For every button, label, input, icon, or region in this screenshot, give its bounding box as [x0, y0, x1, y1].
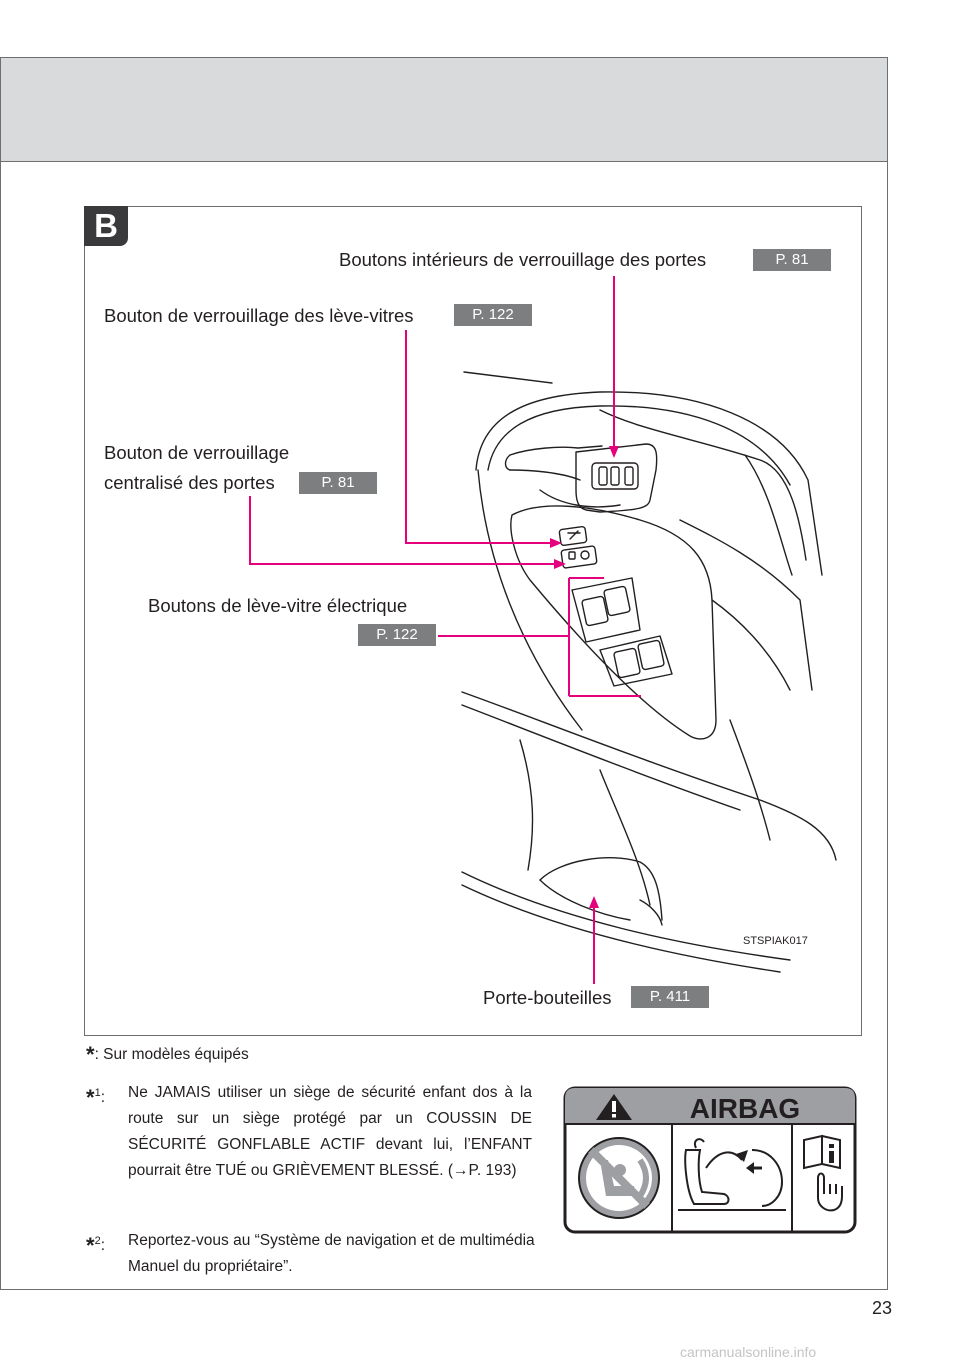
arrow-bottle-holder [589, 896, 599, 908]
note-equipped: *: Sur modèles équipés [86, 1042, 249, 1067]
watermark: carmanualsonline.info [680, 1344, 817, 1360]
note-1-text: Ne JAMAIS utiliser un siège de sécurité … [128, 1084, 532, 1179]
asterisk-icon: * [86, 1085, 95, 1110]
note-2-mark: *2: [86, 1233, 105, 1258]
read-manual-icon [803, 1134, 843, 1212]
page-number: 23 [872, 1298, 893, 1318]
section-tag: B [84, 206, 128, 246]
arrow-window-lock [550, 538, 562, 548]
arrow-central-lock [554, 559, 566, 569]
ref-central-lock[interactable]: P. 81 [299, 472, 377, 494]
page-frame [0, 57, 888, 1290]
seat-airbag-icon [678, 1138, 786, 1211]
ref-bottle-holder[interactable]: P. 411 [631, 986, 709, 1008]
illustration-code: STSPIAK017 [743, 935, 808, 947]
arrow-interior-lock [609, 446, 619, 458]
asterisk-icon: * [86, 1233, 95, 1258]
note-1-mark: *1: [86, 1085, 105, 1110]
label-window-lock: Bouton de verrouillage des lève-vitres [104, 305, 414, 326]
header-band [1, 58, 887, 162]
ref-interior-lock[interactable]: P. 81 [753, 249, 831, 271]
label-bottle-holder: Porte-bouteilles [483, 987, 612, 1008]
ref-window-lock[interactable]: P. 122 [454, 304, 532, 326]
asterisk-icon: * [86, 1042, 95, 1067]
no-rear-facing-seat-icon [578, 1137, 660, 1219]
leader-power-windows [438, 577, 641, 697]
label-central-lock-line2: centralisé des portes [104, 472, 275, 493]
note-2-text: Reportez-vous au “Système de navigation … [128, 1232, 535, 1275]
label-power-windows: Boutons de lève-vitre électrique [148, 595, 408, 616]
leader-window-lock [405, 330, 552, 544]
illustration-panel [84, 206, 862, 1036]
airbag-title: AIRBAG [690, 1093, 800, 1124]
leader-central-lock [249, 496, 556, 565]
label-central-lock-line1: Bouton de verrouillage [104, 442, 290, 463]
label-interior-lock: Boutons intérieurs de verrouillage des p… [339, 249, 707, 270]
ref-power-windows[interactable]: P. 122 [358, 624, 436, 646]
